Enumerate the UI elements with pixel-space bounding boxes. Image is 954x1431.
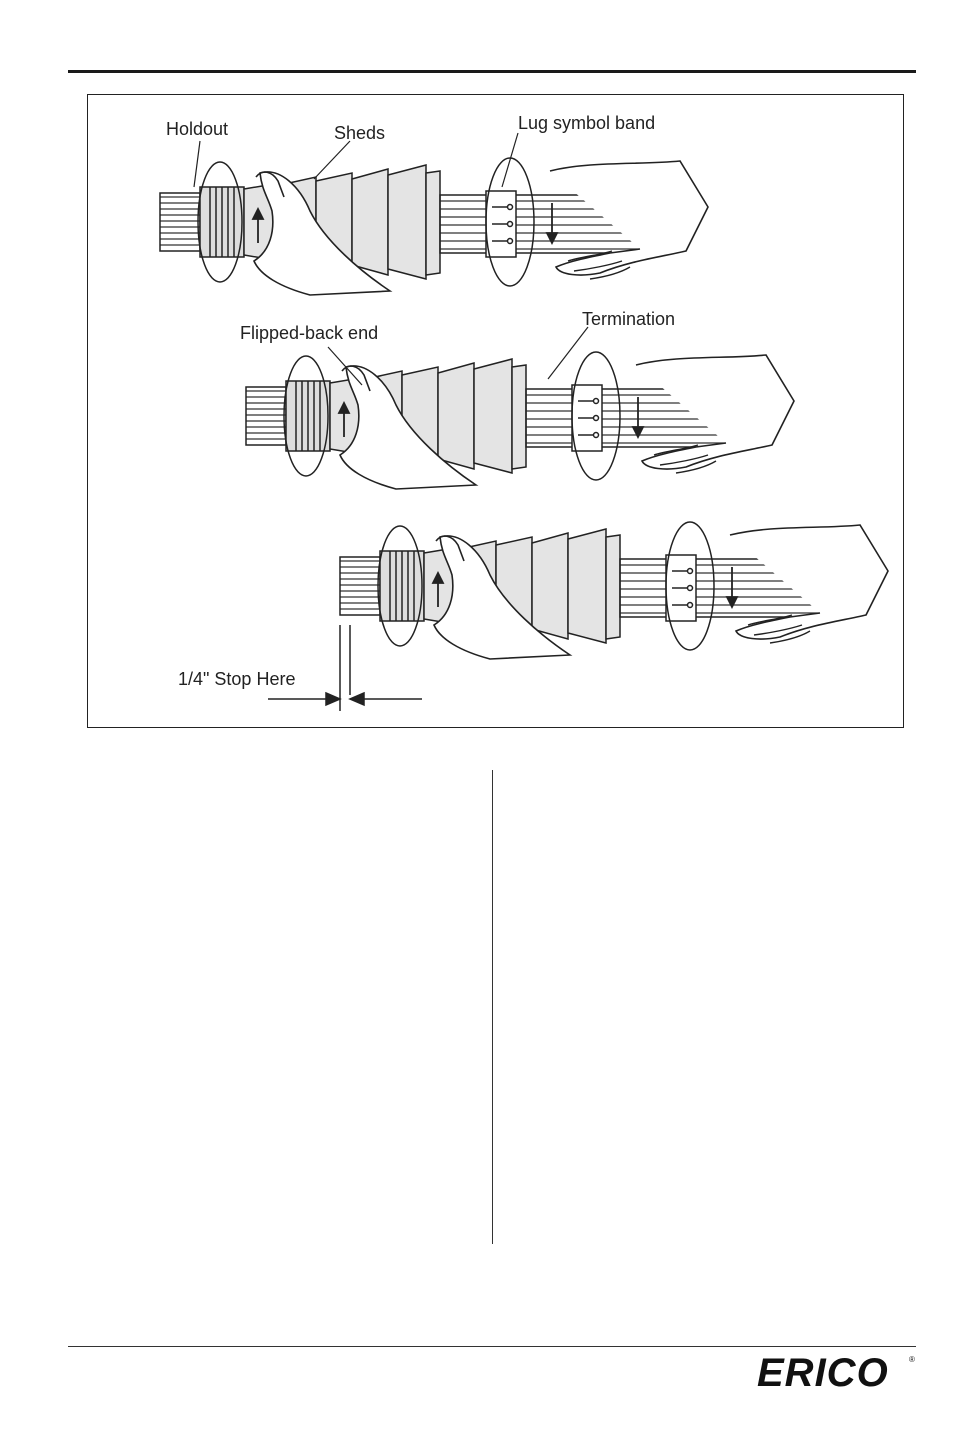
label-sheds: Sheds (334, 123, 385, 143)
svg-text:ERICO: ERICO (757, 1352, 889, 1392)
label-holdout: Holdout (166, 119, 228, 139)
installation-figure: Holdout Sheds Lug symbol band Flipped-ba… (87, 94, 904, 728)
label-lug-symbol-band: Lug symbol band (518, 113, 655, 133)
footer-rule (68, 1346, 916, 1347)
assembly-step-3 (340, 522, 888, 659)
assembly-step-2 (246, 352, 794, 489)
erico-logo: ERICO ® (757, 1352, 917, 1392)
label-termination: Termination (582, 309, 675, 329)
installation-illustration: Holdout Sheds Lug symbol band Flipped-ba… (88, 95, 905, 729)
header-rule (68, 70, 916, 73)
stop-here-dimension (268, 625, 422, 711)
label-flipped-back-end: Flipped-back end (240, 323, 378, 343)
column-divider (492, 770, 493, 1244)
svg-text:®: ® (909, 1355, 915, 1364)
label-stop-here: 1/4" Stop Here (178, 669, 295, 689)
assembly-step-1 (160, 158, 708, 295)
